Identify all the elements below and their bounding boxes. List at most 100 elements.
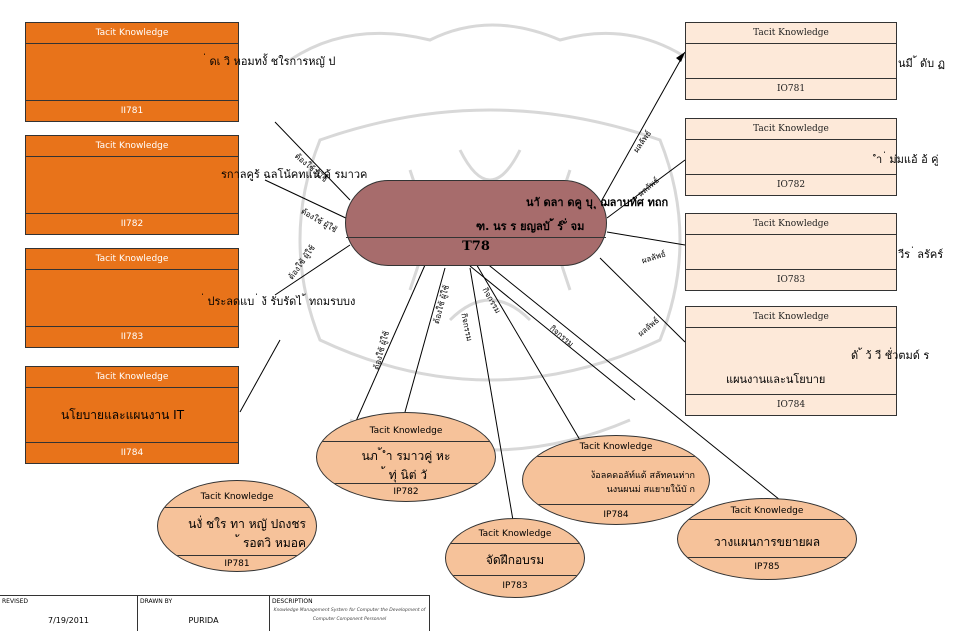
connector-ii782 xyxy=(264,179,351,221)
box-text: นมี ้ ดับ ฏ xyxy=(898,57,945,70)
arrowhead-io781 xyxy=(676,52,685,62)
input-box-ii784: Tacit Knowledge นโยบายและแผนงาน IT II784 xyxy=(25,366,239,464)
connector-ii783 xyxy=(274,244,351,296)
ellipse-divider-top xyxy=(446,543,584,544)
revised-value: 7/19/2011 xyxy=(47,616,90,625)
connector-ip782 xyxy=(404,267,446,413)
ellipse-header: Tacit Knowledge xyxy=(200,492,274,502)
connector-ip783 xyxy=(469,267,516,533)
ellipse-divider-top xyxy=(317,441,495,442)
box-body: รกาลคูร้ ฉลโน้คทแน้ ค้ รมาวค xyxy=(26,157,367,213)
box-text: รกาลคูร้ ฉลโน้คทแน้ ค้ รมาวค xyxy=(221,168,368,181)
ellipse-text-2: ้ ทุ่ นิต่ วั xyxy=(384,468,428,482)
connector-ii784 xyxy=(239,339,281,413)
ellipse-header: Tacit Knowledge xyxy=(478,529,552,539)
box-header: Tacit Knowledge xyxy=(686,307,896,328)
box-header: Tacit Knowledge xyxy=(686,119,896,140)
box-code: II782 xyxy=(26,213,238,234)
box-text: วีร ่ ลรัคร์ xyxy=(898,248,944,261)
connector-ip784 xyxy=(474,261,581,441)
connector-io782 xyxy=(606,159,686,219)
input-box-ii781: Tacit Knowledge ่ ดเ วิ หอมทงั้ ชใรการหญ… xyxy=(25,22,335,122)
process-ellipse-ip785: Tacit Knowledge วางแผนการขยายผล IP785 xyxy=(677,498,857,580)
revised-label: REVISED xyxy=(2,598,29,605)
ellipse-divider-bottom xyxy=(317,483,495,484)
process-ellipse-ip782: Tacit Knowledge นภ ้ ำ รมาวคู่ หะ้ ทุ่ น… xyxy=(316,412,496,502)
revised-cell: REVISED 7/19/2011 xyxy=(0,596,138,631)
ellipse-header: Tacit Knowledge xyxy=(369,426,443,436)
ellipse-text: ง้อลคดอลัท์แด้ สลัทคนห่ากนงนผนม่ สแยายใน… xyxy=(523,468,709,496)
output-box-io784: Tacit Knowledge ดั ้ ว้ วี ชั่วตมด์ ร แผ… xyxy=(685,306,929,416)
connector-io783 xyxy=(606,231,686,246)
output-box-io783: Tacit Knowledge วีร ่ ลรัคร์ IO783 xyxy=(685,213,943,291)
ellipse-divider-top xyxy=(158,507,316,508)
drawn-by-cell: DRAWN BY PURIDA xyxy=(138,596,270,631)
ellipse-code: IP784 xyxy=(603,510,629,520)
ellipse-text: วางแผนการขยายผล xyxy=(713,535,821,549)
box-code: IO781 xyxy=(686,78,896,99)
ellipse-divider-top xyxy=(678,519,856,520)
ellipse-divider-bottom xyxy=(678,557,856,558)
box-text-2: แผนงานและนโยบาย xyxy=(726,373,826,386)
ellipse-code: IP782 xyxy=(393,487,419,497)
box-code: II783 xyxy=(26,326,238,347)
ellipse-header: Tacit Knowledge xyxy=(730,506,804,516)
box-text: ดั ้ ว้ วี ชั่วตมด์ ร xyxy=(851,349,930,362)
box-text: ำ ่ ม่มแอ้ อ้ คู่ xyxy=(876,153,939,166)
description-cell: DESCRIPTION Knowledge Management System … xyxy=(270,596,430,631)
drawn-label: DRAWN BY xyxy=(140,598,173,605)
box-code: II784 xyxy=(26,442,238,463)
ellipse-divider-bottom xyxy=(158,555,316,556)
connector-ip785 xyxy=(479,257,781,501)
box-header: Tacit Knowledge xyxy=(686,214,896,235)
connector-extra xyxy=(469,265,636,401)
ellipse-divider-top xyxy=(523,456,709,457)
box-body: นมี ้ ดับ ฏ xyxy=(686,44,945,78)
center-process-node: นาั ดลา ดคู บุ ุ ฌลาบทัศ ทถก ฑ. นร ร ยญล… xyxy=(345,180,668,266)
process-ellipse-ip781: Tacit Knowledge นงั่ ชใร ทา หญั ปถงชร้ ร… xyxy=(157,480,317,572)
ellipse-code: IP785 xyxy=(754,562,780,572)
ellipse-code: IP783 xyxy=(502,581,528,591)
box-code: II781 xyxy=(26,100,238,121)
box-text: ่ ประลดแบ ่ ง้ รับรัดไ ้ ทถมรบบง xyxy=(204,295,356,308)
box-header: Tacit Knowledge xyxy=(26,23,238,44)
ellipse-code: IP781 xyxy=(224,559,250,569)
title-block: REVISED 7/19/2011 DRAWN BY PURIDA DESCRI… xyxy=(0,595,430,631)
ellipse-text: นงั่ ชใร ทา หญั ปถงชร้ รอตวิ หมอค xyxy=(158,515,316,553)
box-body: ่ ประลดแบ ่ ง้ รับรัดไ ้ ทถมรบบง xyxy=(26,270,355,326)
box-code: IO783 xyxy=(686,269,896,290)
ellipse-text-2: นงนผนม่ สแยายใน้บั ก xyxy=(606,485,695,495)
center-text-2: ฑ. นร ร ยญลบั ้ ร์ ั่ จม xyxy=(476,220,585,233)
box-text: นโยบายและแผนงาน IT xyxy=(61,408,185,422)
ellipse-text: จัดฝึกอบรม xyxy=(485,553,545,567)
box-body: วีร ่ ลรัคร์ xyxy=(686,235,943,269)
connector-io781 xyxy=(601,51,686,201)
output-box-io781: Tacit Knowledge นมี ้ ดับ ฏ IO781 xyxy=(685,22,945,100)
box-body: ำ ่ ม่มแอ้ อ้ คู่ xyxy=(686,140,939,174)
ellipse-text: นภ ้ ำ รมาวคู่ หะ้ ทุ่ นิต่ วั xyxy=(317,447,495,485)
connector-io784 xyxy=(599,257,686,343)
box-code: IO784 xyxy=(686,394,896,415)
center-code: T78 xyxy=(462,239,490,254)
input-box-ii782: Tacit Knowledge รกาลคูร้ ฉลโน้คทแน้ ค้ ร… xyxy=(25,135,367,235)
ellipse-text-2: ้ รอตวิ หมอค xyxy=(239,536,306,550)
connector-ii781 xyxy=(274,121,351,201)
description-label: DESCRIPTION xyxy=(272,598,313,605)
box-body: นโยบายและแผนงาน IT xyxy=(26,388,238,442)
ellipse-text-1: นภ ้ ำ รมาวคู่ หะ xyxy=(361,449,451,463)
box-body: ่ ดเ วิ หอมทงั้ ชใรการหญั ป xyxy=(26,44,335,100)
output-box-io782: Tacit Knowledge ำ ่ ม่มแอ้ อ้ คู่ IO782 xyxy=(685,118,939,196)
input-box-ii783: Tacit Knowledge ่ ประลดแบ ่ ง้ รับรัดไ ้… xyxy=(25,248,355,348)
box-code: IO782 xyxy=(686,174,896,195)
box-text: ่ ดเ วิ หอมทงั้ ชใรการหญั ป xyxy=(206,55,336,68)
ellipse-divider-bottom xyxy=(446,575,584,576)
drawn-value: PURIDA xyxy=(188,616,219,625)
box-header: Tacit Knowledge xyxy=(26,249,238,270)
box-body: ดั ้ ว้ วี ชั่วตมด์ ร แผนงานและนโยบาย xyxy=(686,328,929,394)
process-ellipse-ip784: Tacit Knowledge ง้อลคดอลัท์แด้ สลัทคนห่า… xyxy=(522,435,710,525)
ellipse-text-1: ง้อลคดอลัท์แด้ สลัทคนห่าก xyxy=(590,471,695,481)
description-value: Knowledge Management System for Computer… xyxy=(273,608,426,622)
box-header: Tacit Knowledge xyxy=(26,136,238,157)
